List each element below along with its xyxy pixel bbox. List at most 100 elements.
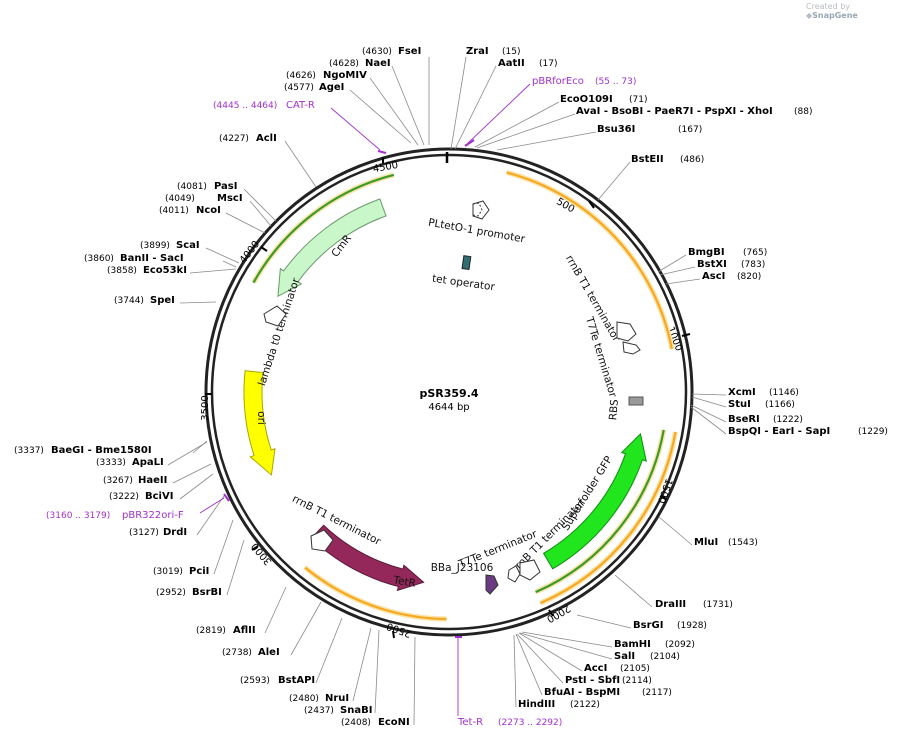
- enzyme-leader: [657, 254, 687, 273]
- enzyme-name: SalI: [614, 651, 635, 662]
- enzyme-leader: [205, 247, 240, 264]
- plasmid-length: 4644 bp: [428, 402, 469, 413]
- rrnb-terminator-glyph-3: [310, 529, 334, 552]
- enzyme-position: (1166): [765, 400, 795, 410]
- primer-range: (2273 .. 2292): [498, 718, 562, 728]
- enzyme-position: (4628): [329, 59, 359, 69]
- enzyme-position: (2480): [289, 694, 319, 704]
- enzyme-name: NgoMIV: [323, 70, 367, 81]
- primer-mark: [464, 139, 475, 147]
- enzyme-leader: [413, 636, 416, 726]
- enzyme-leader: [691, 396, 727, 408]
- feature-label-rbs: RBS: [607, 398, 621, 420]
- enzyme-leader: [315, 617, 343, 684]
- enzyme-name: BaeGI - Bme1580I: [51, 445, 152, 456]
- enzyme-name: SnaBI: [340, 705, 372, 716]
- enzyme-position: (2819): [196, 626, 226, 636]
- enzyme-leader: [369, 77, 419, 146]
- enzyme-name: NruI: [325, 693, 349, 704]
- enzyme-position: (3267): [103, 476, 133, 486]
- enzyme-name: ZraI: [466, 46, 489, 57]
- enzyme-name: StuI: [728, 399, 751, 410]
- rbs-glyph: [628, 396, 644, 406]
- enzyme-position: (17): [539, 59, 557, 69]
- tick-label: 2000: [544, 602, 572, 624]
- enzyme-name: AscI: [702, 271, 725, 282]
- enzyme-leader: [450, 56, 467, 150]
- enzyme-leader: [172, 463, 212, 484]
- primer-name: CAT-R: [286, 100, 315, 111]
- enzyme-leader: [391, 65, 425, 146]
- tick-mark: [251, 545, 259, 551]
- enzyme-leader: [213, 519, 234, 575]
- enzyme-position: (2952): [156, 588, 186, 598]
- enzyme-position: (3127): [129, 528, 159, 538]
- enzyme-name: BamHI: [614, 639, 651, 650]
- enzyme-name: BanII - SacI: [120, 253, 184, 264]
- watermark-prefix: Created by: [806, 2, 851, 11]
- enzyme-leader: [516, 633, 564, 684]
- primer-mark: [223, 493, 230, 502]
- feature-gfp: [542, 432, 647, 570]
- enzyme-position: (1543): [728, 538, 758, 548]
- enzyme-leader: [349, 89, 412, 144]
- enzyme-leader: [515, 633, 543, 696]
- enzyme-position: (2408): [341, 718, 371, 728]
- enzyme-name: BmgBI: [688, 247, 725, 258]
- enzyme-leader: [226, 539, 245, 596]
- enzyme-leader: [658, 516, 693, 546]
- enzyme-leader: [518, 632, 583, 672]
- snapgene-watermark: Created by ◆SnapGene: [806, 2, 903, 20]
- enzyme-leader: [167, 441, 208, 466]
- enzyme-position: (3019): [153, 567, 183, 577]
- enzyme-position: (4626): [286, 71, 316, 81]
- enzyme-position: (3858): [107, 266, 137, 276]
- bba-j23106-glyph: [485, 574, 499, 595]
- pltet-promoter-glyph: [472, 200, 490, 220]
- enzyme-leader: [189, 268, 237, 274]
- plasmid-name: pSR359.4: [419, 387, 478, 400]
- enzyme-name: BciVI: [145, 491, 173, 502]
- enzyme-leader: [352, 627, 372, 702]
- rrnb-terminator-glyph-1: [616, 321, 637, 342]
- enzyme-position: (2122): [570, 700, 600, 710]
- enzyme-name: FseI: [398, 46, 421, 57]
- enzyme-name: ApaLI: [132, 457, 164, 468]
- enzyme-name: EcoO109I: [560, 94, 613, 105]
- enzyme-name: ScaI: [176, 240, 200, 251]
- enzyme-name: MscI: [217, 193, 243, 204]
- enzyme-name: BfuAI - BspMI: [544, 687, 620, 698]
- feature-label-pltet-promoter: PLtetO-1 promoter: [427, 217, 526, 246]
- enzyme-position: (71): [629, 95, 647, 105]
- enzyme-name: BstAPI: [278, 675, 315, 686]
- enzyme-leader: [243, 188, 277, 222]
- feature-cmr: [277, 198, 387, 298]
- enzyme-leader: [264, 586, 287, 634]
- feature-label-ori: ori: [255, 411, 267, 425]
- enzyme-name: BspQI - EarI - SapI: [728, 426, 830, 437]
- enzyme-leader: [196, 495, 225, 536]
- enzyme-leader: [179, 301, 217, 304]
- tick-label: 3500: [200, 395, 211, 420]
- tet-operator-glyph: [461, 255, 472, 271]
- primer-leader: [199, 497, 225, 514]
- enzyme-leader: [225, 212, 266, 234]
- enzyme-position: (2593): [240, 676, 270, 686]
- enzyme-position: (1731): [703, 600, 733, 610]
- enzyme-name: DrdI: [163, 527, 187, 538]
- primer-mark: [377, 150, 387, 154]
- enzyme-leader: [374, 629, 380, 714]
- enzyme-name: Bsu36I: [597, 124, 635, 135]
- tick-mark: [659, 495, 668, 500]
- primer-name: pBRforEco: [532, 76, 584, 87]
- enzyme-name: PasI: [214, 181, 237, 192]
- enzyme-leader: [659, 266, 696, 276]
- watermark-brand: SnapGene: [812, 11, 858, 20]
- enzyme-position: (4630): [362, 47, 392, 57]
- enzyme-leader: [519, 632, 613, 660]
- primer-name: Tet-R: [457, 717, 483, 728]
- primer-range: (4445 .. 4464): [213, 101, 277, 111]
- enzyme-name: BsrBI: [192, 587, 222, 598]
- enzyme-position: (1928): [677, 621, 707, 631]
- backbone-outer-ring: [204, 147, 694, 637]
